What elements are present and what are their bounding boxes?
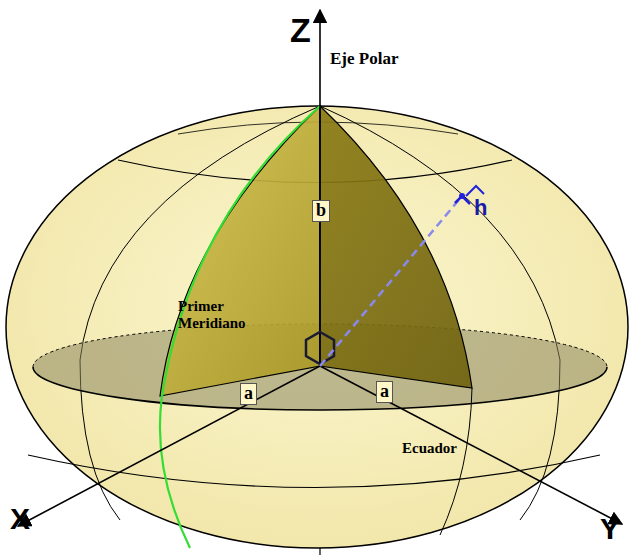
semi-axis-label: a [376, 381, 393, 403]
height-label: h [474, 196, 487, 220]
meridian-label: Primer Meridiano [178, 298, 278, 331]
axis-label: X [10, 502, 30, 535]
axis-label: Z [290, 12, 311, 49]
semi-axis-label: b [312, 200, 330, 222]
semi-axis-label: a [240, 383, 257, 405]
axis-label: Y [600, 512, 620, 545]
axis-name: Eje Polar [330, 50, 398, 69]
equator-label: Ecuador [402, 440, 457, 457]
